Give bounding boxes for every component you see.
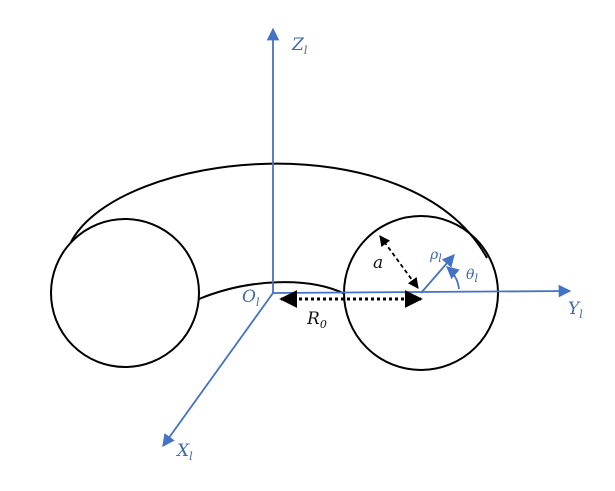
theta-label: θl [466, 267, 478, 285]
theta-arc [446, 266, 460, 290]
x-axis-label: Xl [175, 441, 193, 463]
z-axis-label: Zl [291, 35, 308, 57]
major-radius-label: R0 [306, 309, 327, 331]
outer-arc [70, 162, 488, 259]
x-axis [162, 292, 274, 448]
inner-arc [198, 281, 346, 300]
rho-label: ρl [429, 247, 442, 265]
minor-radius-arrow [379, 235, 419, 289]
minor-radius-label: a [373, 253, 383, 273]
rho-vector [420, 254, 455, 294]
origin-label: Ol [242, 287, 260, 309]
torus-outline [50, 162, 499, 371]
left-cross-section [50, 218, 200, 368]
y-axis-label: Yl [568, 299, 583, 321]
